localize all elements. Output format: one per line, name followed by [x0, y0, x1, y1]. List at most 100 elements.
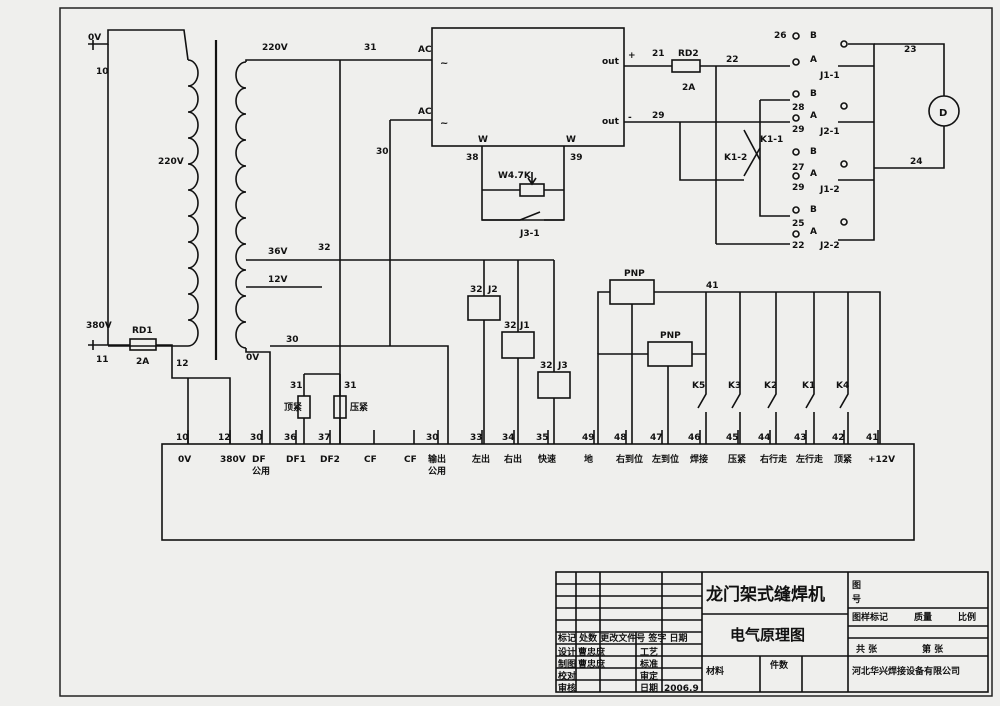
terminal-label: 焊接 [690, 453, 708, 465]
terminal-number: 48 [614, 433, 627, 443]
terminal-label: 快速 [538, 453, 556, 465]
terminal-number: 10 [176, 433, 189, 443]
title-row-cell: 制图 [558, 658, 576, 670]
wire-30: 30 [286, 335, 299, 345]
rect-out-plus: out [602, 57, 620, 67]
terminal-number: 42 [832, 433, 845, 443]
motor-circuit: 21 22 29 23 24 26 28 29 27 29 25 22 RD2 … [624, 31, 960, 251]
terminal-label: 右出 [503, 453, 522, 465]
label-0v: 0V [88, 33, 101, 43]
terminal-label: 380V [220, 455, 246, 465]
wire-31: 31 [364, 43, 377, 53]
wire-22b: 22 [792, 241, 805, 251]
wire-27: 27 [792, 163, 805, 173]
label-12v: 12V [268, 275, 288, 285]
label-sec-220v: 220V [262, 43, 288, 53]
valve-2-wire: 31 [344, 381, 357, 391]
relay-j3 [537, 371, 571, 399]
material-label: 材料 [705, 665, 724, 677]
pnp-sensor-1 [609, 279, 655, 305]
terminal-number: 43 [794, 433, 807, 443]
relay-j1 [501, 331, 535, 359]
terminal-number: 36 [284, 433, 297, 443]
relay-j3-wire: 32 [540, 361, 553, 371]
terminal-label: 右行走 [759, 453, 787, 465]
terminal-label: 左到位 [651, 453, 679, 465]
terminal-label: 右到位 [615, 453, 643, 465]
switch-k5: K5 [692, 381, 705, 391]
title-row-cell: 校对 [558, 670, 576, 682]
valves: 31 31 顶紧 压紧 [284, 373, 368, 444]
title-row-cell: 工艺 [640, 646, 658, 658]
sheet-border [59, 7, 993, 697]
wire-29b: 29 [792, 125, 805, 135]
terminal-number: 46 [688, 433, 701, 443]
terminal-number: 44 [758, 433, 771, 443]
rect-ac2: AC [418, 107, 432, 117]
count-label: 件数 [770, 659, 789, 671]
transformer-primary: 0V 10 220V 380V 11 RD1 2A 12 [86, 29, 231, 444]
relay-j2-name: J2 [487, 285, 498, 295]
switch-k2: K2 [764, 381, 777, 391]
pin-b-4: B [810, 205, 817, 215]
wire-29c: 29 [792, 183, 805, 193]
switch-k1-2: K1-2 [724, 153, 747, 163]
title-row-cell: 审定 [640, 670, 659, 682]
title-row-cell: 审核 [558, 682, 576, 694]
pin-a-4: A [810, 227, 817, 237]
wire-38: 38 [466, 153, 479, 163]
terminal-label: CF [364, 455, 377, 465]
rect-minus: - [628, 113, 632, 123]
contact-j1-2: J1-2 [819, 185, 840, 195]
wire-32: 32 [318, 243, 331, 253]
valve-1-name: 顶紧 [284, 401, 302, 413]
rect-plus: + [628, 51, 636, 61]
relay-j3-name: J3 [557, 361, 568, 371]
terminal-label: 地 [584, 453, 593, 465]
wire-30b: 30 [376, 147, 389, 157]
pin-a-2: A [810, 111, 817, 121]
terminal-number: 47 [650, 433, 663, 443]
title-row-cell: 曹忠庶 [578, 658, 605, 670]
potentiometer [519, 183, 545, 197]
wire-41: 41 [706, 281, 719, 291]
wire-29: 29 [652, 111, 665, 121]
drawing-subtitle: 电气原理图 [730, 626, 805, 644]
company-name: 河北华兴焊接设备有限公司 [852, 665, 960, 677]
wire-26: 26 [774, 31, 787, 41]
col-weight: 质量 [914, 611, 932, 623]
title-row-cell: 设计 [558, 646, 576, 658]
terminal-label: 左出 [471, 453, 490, 465]
wire-28: 28 [792, 103, 805, 113]
wire-22: 22 [726, 55, 739, 65]
terminal-number: 12 [218, 433, 231, 443]
fuse-rd2 [671, 59, 701, 73]
relay-j2-wire: 32 [470, 285, 483, 295]
title-block: 龙门架式缝焊机 电气原理图 图 号 图样标记 质量 比例 共 张 第 张 河北华… [555, 571, 989, 694]
title-row-cell: 2006.9 [664, 684, 699, 694]
fuse-rd2-label: RD2 [678, 49, 699, 59]
valve-1-wire: 31 [290, 381, 303, 391]
rect-w2: W [566, 135, 576, 145]
title-row-cell: 标准 [639, 658, 658, 670]
fuse-rd1-rating: 2A [136, 357, 149, 367]
pnp-2-label: PNP [660, 331, 681, 341]
terminal-number: 41 [866, 433, 879, 443]
wire-24: 24 [910, 157, 923, 167]
terminal-number: 30 [250, 433, 263, 443]
rect-out-minus: out [602, 117, 620, 127]
terminal-label: DF1 [286, 455, 306, 465]
terminal-label: +12V [868, 455, 895, 465]
label-220v: 220V [158, 157, 184, 167]
fuse-rd2-rating: 2A [682, 83, 695, 93]
pin-a-1: A [810, 55, 817, 65]
rect-w1: W [478, 135, 488, 145]
label-36v: 36V [268, 247, 288, 257]
relay-j1-name: J1 [519, 321, 530, 331]
wire-39: 39 [570, 153, 583, 163]
wire-12: 12 [176, 359, 189, 369]
terminal-number: 35 [536, 433, 549, 443]
fuse-rd1 [129, 338, 157, 351]
pnp-1-label: PNP [624, 269, 645, 279]
terminal-label: 左行走 [795, 453, 823, 465]
